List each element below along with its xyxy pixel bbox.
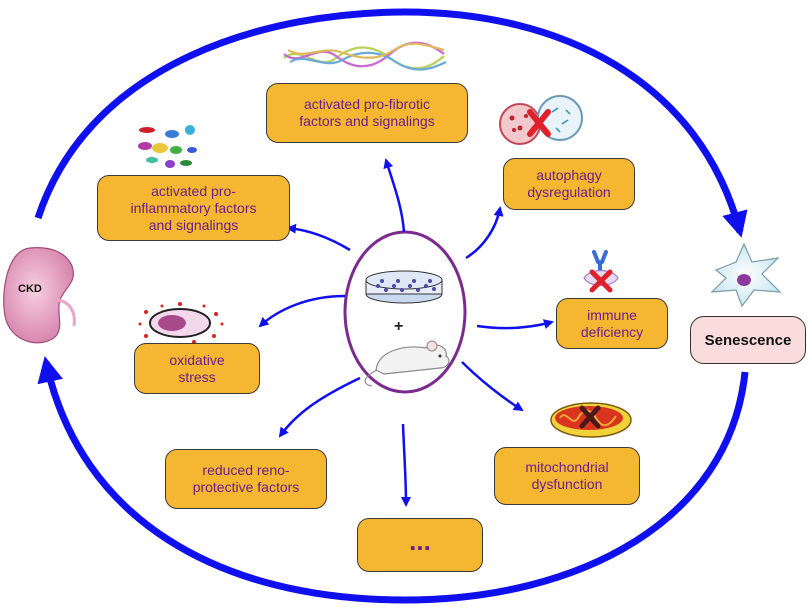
arrow-to-reno-protective (278, 376, 361, 438)
antibody-blocked-icon (583, 250, 619, 293)
pro-fibrotic-label: activated pro-fibrotic factors and signa… (299, 96, 435, 129)
mouse-icon (364, 340, 450, 387)
autophagy-box: autophagy dysregulation (503, 158, 635, 210)
arrow-to-immune (476, 319, 554, 330)
senescence-box: Senescence (690, 316, 806, 364)
arrow-to-ellipsis (400, 423, 411, 507)
ckd-label: CKD (18, 283, 42, 295)
pro-inflammatory-box: activated pro- inflammatory factors and … (97, 175, 290, 241)
arrow-to-pro-fibrotic (383, 158, 406, 233)
mitochondrial-label: mitochondrial dysfunction (525, 459, 609, 492)
plus-sign: + (394, 318, 404, 335)
immune-label: immune deficiency (580, 306, 644, 340)
mitochondrial-box: mitochondrial dysfunction (494, 447, 640, 505)
reno-protective-label: reduced reno- protective factors (192, 462, 300, 495)
oxidative-label: oxidative stress (169, 351, 225, 385)
pro-inflammatory-label: activated pro- inflammatory factors and … (130, 182, 257, 233)
culture-dish-icon (365, 270, 443, 304)
senescent-cell-icon (710, 242, 782, 308)
kidney-icon (3, 247, 76, 344)
arrow-to-mitochondrial (461, 361, 524, 412)
cycle-arrow-top (34, 8, 748, 238)
mitochondrion-icon (550, 402, 632, 438)
oxidative-cell-icon (138, 302, 224, 344)
arrow-to-pro-inflammatory (286, 223, 351, 252)
autophagy-label: autophagy dysregulation (527, 167, 611, 200)
ellipsis-box: ... (357, 518, 483, 572)
cytokine-particles-icon (138, 125, 197, 168)
pro-fibrotic-box: activated pro-fibrotic factors and signa… (266, 83, 468, 143)
oxidative-box: oxidative stress (134, 343, 260, 394)
reno-protective-box: reduced reno- protective factors (165, 449, 327, 509)
immune-box: immune deficiency (556, 298, 668, 349)
arrow-to-oxidative (258, 294, 346, 328)
arrow-to-autophagy (465, 206, 504, 260)
ellipsis-label: ... (409, 526, 431, 556)
autophagy-blocked-icon (499, 95, 583, 145)
cycle-arrow-bottom (37, 356, 749, 604)
dna-strands-icon (283, 41, 447, 71)
